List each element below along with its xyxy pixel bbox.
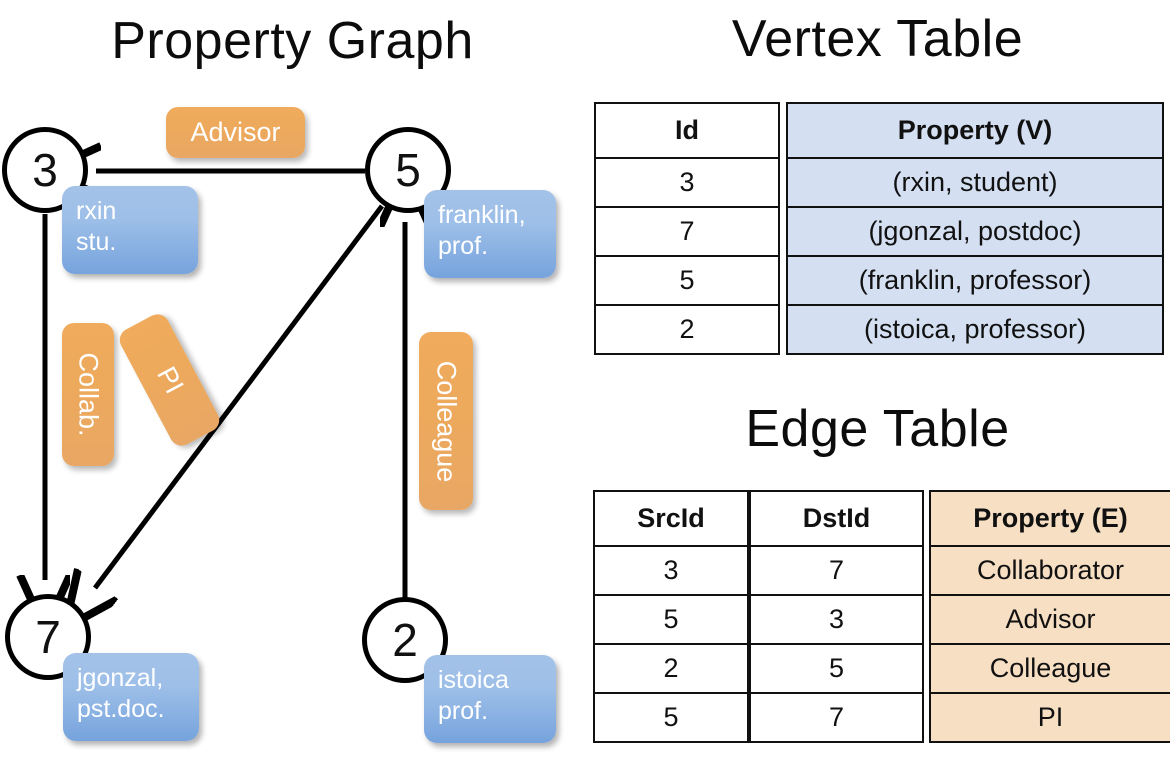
edge-label-advisor: Advisor [166, 107, 305, 158]
vertex-table: Id 3 7 5 2 Property (V) (rxin, student) … [594, 102, 1164, 355]
table-row: 2 [593, 643, 749, 694]
table-row: 7 [594, 206, 780, 257]
table-row: Colleague [929, 643, 1170, 694]
edge-table-header-dstid: DstId [749, 490, 924, 547]
table-row: 7 [749, 545, 924, 596]
vertex-cell-id: 2 [594, 304, 780, 355]
vertex-cell-id: 7 [594, 206, 780, 257]
vertex-cell-id: 5 [594, 255, 780, 306]
edge-label-advisor-text: Advisor [190, 117, 281, 147]
edge-cell-property: Colleague [929, 643, 1170, 694]
vertex-cell-property: (istoica, professor) [786, 304, 1164, 355]
edge-label-colleague-text: Colleague [431, 360, 462, 482]
edge-cell-property: Collaborator [929, 545, 1170, 596]
edge-cell-dstid: 5 [749, 643, 924, 694]
vertex-cell-property: (jgonzal, postdoc) [786, 206, 1164, 257]
edge-table-header-srcid: SrcId [593, 490, 749, 547]
table-row: (franklin, professor) [786, 255, 1164, 306]
table-row: 2 [594, 304, 780, 355]
edge-table-header-property: Property (E) [929, 490, 1170, 547]
vertex-table-header-property: Property (V) [786, 102, 1164, 159]
edge-label-colleague: Colleague [419, 332, 473, 510]
edge-label-pi-text: PI [150, 361, 190, 399]
vertex-table-property-column: Property (V) (rxin, student) (jgonzal, p… [786, 102, 1164, 355]
vertex-cell-id: 3 [594, 157, 780, 208]
graph-node-3-label: 3 [32, 144, 58, 196]
graph-edge-arrows [0, 0, 585, 760]
table-row: 5 [594, 255, 780, 306]
node-property-box-2: istoica prof. [424, 655, 556, 743]
table-row: (jgonzal, postdoc) [786, 206, 1164, 257]
table-row: 3 [749, 594, 924, 645]
page-title-vertex-table: Vertex Table [731, 10, 1024, 68]
edge-table-srcid-column: SrcId 3 5 2 5 [593, 490, 749, 743]
node-property-box-3: rxin stu. [62, 186, 198, 274]
table-row: 5 [749, 643, 924, 694]
page-title-property-graph: Property Graph [111, 12, 474, 70]
edge-label-collab: Collab. [62, 323, 114, 466]
table-row: Advisor [929, 594, 1170, 645]
table-row: 5 [593, 594, 749, 645]
edge-cell-property: PI [929, 692, 1170, 743]
graph-node-2-label: 2 [392, 614, 418, 666]
edge-cell-dstid: 7 [749, 692, 924, 743]
table-row: 5 [593, 692, 749, 743]
edge-table-property-column: Property (E) Collaborator Advisor Collea… [929, 490, 1170, 743]
vertex-table-header-id: Id [594, 102, 780, 159]
table-row: Collaborator [929, 545, 1170, 596]
edge-cell-dstid: 7 [749, 545, 924, 596]
edge-cell-srcid: 5 [593, 692, 749, 743]
edge-cell-srcid: 2 [593, 643, 749, 694]
edge-table-dstid-column: DstId 7 3 5 7 [749, 490, 924, 743]
table-row: 3 [593, 545, 749, 596]
edge-table: SrcId 3 5 2 5 DstId 7 3 5 7 Property (E) [593, 490, 1170, 743]
vertex-table-id-column: Id 3 7 5 2 [594, 102, 780, 355]
node-property-box-5: franklin, prof. [424, 190, 556, 278]
table-row: 3 [594, 157, 780, 208]
node-property-box-7: jgonzal, pst.doc. [63, 653, 199, 741]
edge-cell-srcid: 3 [593, 545, 749, 596]
graph-node-2[interactable]: 2 [362, 597, 448, 683]
edge-cell-dstid: 3 [749, 594, 924, 645]
table-row: (rxin, student) [786, 157, 1164, 208]
table-row: 7 [749, 692, 924, 743]
table-row: PI [929, 692, 1170, 743]
page-title-edge-table: Edge Table [745, 400, 1010, 458]
edge-cell-srcid: 5 [593, 594, 749, 645]
vertex-cell-property: (franklin, professor) [786, 255, 1164, 306]
graph-node-5-label: 5 [395, 144, 421, 196]
edge-label-collab-text: Collab. [73, 352, 104, 437]
edge-arrow-5-to-7 [95, 204, 384, 588]
property-graph-diagram: 3 5 7 2 rxin stu. franklin, prof. jgonza… [0, 0, 585, 760]
graph-node-7-label: 7 [35, 611, 61, 663]
table-row: (istoica, professor) [786, 304, 1164, 355]
vertex-cell-property: (rxin, student) [786, 157, 1164, 208]
edge-cell-property: Advisor [929, 594, 1170, 645]
